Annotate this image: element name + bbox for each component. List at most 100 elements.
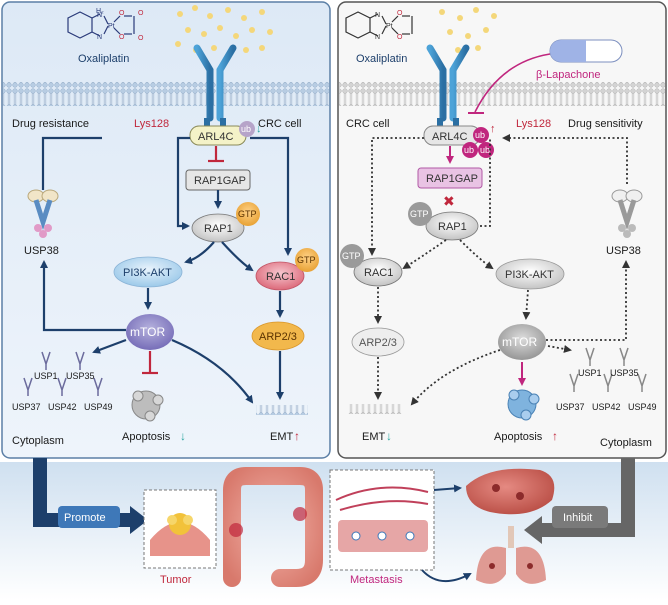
ub-label-3: ub bbox=[464, 145, 474, 155]
apoptosis-icon bbox=[131, 390, 164, 422]
lys-label: Lys128 bbox=[134, 118, 169, 130]
colon-icon bbox=[223, 467, 323, 587]
inhibitor-label: β-Lapachone bbox=[536, 69, 600, 81]
gtp-icon bbox=[236, 202, 260, 226]
apoptosis-arrow: ↓ bbox=[180, 429, 186, 443]
svg-text:O: O bbox=[119, 34, 125, 41]
usp38-label-2: USP38 bbox=[606, 245, 641, 257]
oxaliplatin-structure-icon bbox=[67, 11, 135, 39]
svg-text:O: O bbox=[119, 10, 125, 17]
rap1-node-2 bbox=[425, 211, 479, 241]
header-right-2: Drug sensitivity bbox=[568, 118, 643, 130]
oxaliplatin-structure-icon-2 bbox=[345, 11, 413, 39]
emt-membrane bbox=[256, 405, 308, 415]
arl4c-label: ARL4C bbox=[198, 131, 234, 143]
gtp-icon-3 bbox=[408, 202, 432, 226]
svg-text:O: O bbox=[397, 34, 403, 41]
rac1-label-2: RAC1 bbox=[364, 267, 393, 279]
mtor-node-2 bbox=[498, 324, 546, 360]
arp-node bbox=[251, 321, 305, 351]
ub-icon bbox=[239, 121, 255, 137]
arl4c-arrow: ↓ bbox=[256, 123, 262, 135]
header-left: Drug resistance bbox=[12, 118, 89, 130]
emt-label: EMT bbox=[270, 431, 294, 443]
arl4c-label-2: ARL4C bbox=[432, 131, 468, 143]
usp37-label: USP37 bbox=[12, 402, 41, 412]
left-panel: H₂ N N Pt O O O O Oxaliplatin Drug resis… bbox=[1, 1, 331, 459]
cytoplasm-label-2: Cytoplasm bbox=[600, 437, 652, 449]
inhibit-badge bbox=[552, 506, 608, 528]
promote-label: Promote bbox=[64, 512, 106, 524]
gtp-label-4: GTP bbox=[342, 251, 361, 261]
rap1-label: RAP1 bbox=[204, 223, 233, 235]
rap1gap-label: RAP1GAP bbox=[194, 175, 246, 187]
mtor-label: mTOR bbox=[130, 325, 165, 339]
usp42-label-2: USP42 bbox=[592, 402, 621, 412]
svg-text:N: N bbox=[97, 34, 102, 41]
svg-text:N: N bbox=[375, 34, 380, 41]
apoptosis-icon-2 bbox=[507, 389, 540, 421]
apoptosis-arrow-2: ↑ bbox=[552, 429, 558, 443]
usp1-label-2: USP1 bbox=[578, 368, 602, 378]
right-mag-arrows bbox=[446, 146, 526, 386]
vessels-icon bbox=[335, 486, 429, 511]
drug-particles bbox=[175, 5, 273, 53]
rap1-label-2: RAP1 bbox=[438, 221, 467, 233]
gtp-label-2: GTP bbox=[297, 255, 316, 265]
svg-text:O: O bbox=[138, 35, 144, 42]
right-panel: N N Pt O O Oxaliplatin β-Lapachone CRC c… bbox=[337, 1, 667, 459]
gtp-label-3: GTP bbox=[410, 209, 429, 219]
mtor-node bbox=[126, 314, 174, 350]
usp49-label: USP49 bbox=[84, 402, 113, 412]
ub-label-2: ub bbox=[475, 130, 485, 140]
emt-arrow-2: ↓ bbox=[386, 429, 392, 443]
rap1-node bbox=[191, 213, 245, 243]
pi3k-node-2 bbox=[495, 258, 565, 290]
metastasis-label: Metastasis bbox=[350, 574, 403, 586]
pi3k-node bbox=[113, 256, 183, 288]
cytoplasm-label: Cytoplasm bbox=[12, 435, 64, 447]
usp35-label: USP35 bbox=[66, 371, 95, 381]
emt-label-2: EMT bbox=[362, 431, 386, 443]
usp1-label: USP1 bbox=[34, 371, 58, 381]
gtp-icon-2 bbox=[295, 248, 319, 272]
apoptosis-label-2: Apoptosis bbox=[494, 431, 543, 443]
rac1-node bbox=[255, 261, 305, 291]
arp-label-2: ARP2/3 bbox=[359, 337, 397, 349]
apoptosis-label: Apoptosis bbox=[122, 431, 171, 443]
usp-cluster bbox=[23, 351, 103, 396]
pi3k-label: PI3K-AKT bbox=[123, 267, 172, 279]
ub-label-4: ub bbox=[480, 145, 490, 155]
pi3k-label-2: PI3K-AKT bbox=[505, 269, 554, 281]
ub-label: ub bbox=[241, 124, 251, 134]
mtor-label-2: mTOR bbox=[502, 335, 537, 349]
svg-text:O: O bbox=[397, 10, 403, 17]
svg-text:H₂: H₂ bbox=[96, 8, 104, 15]
lys-label-2: Lys128 bbox=[516, 118, 551, 130]
usp37-label-2: USP37 bbox=[556, 402, 585, 412]
drug-particles-2 bbox=[439, 7, 497, 53]
svg-text:N: N bbox=[375, 12, 380, 19]
rap1gap-box-2 bbox=[417, 167, 483, 189]
usp38-icon bbox=[27, 189, 59, 238]
receptor-icon-2 bbox=[426, 44, 470, 126]
cross-icon: ✖ bbox=[443, 193, 455, 209]
promote-badge bbox=[58, 506, 120, 528]
arl4c-arrow-2: ↑ bbox=[490, 123, 496, 135]
ub-icon-3 bbox=[462, 142, 478, 158]
inhibit-arrow bbox=[540, 458, 635, 537]
drug-label: Oxaliplatin bbox=[78, 53, 129, 65]
header-right: CRC cell bbox=[258, 118, 301, 130]
lungs-icon bbox=[476, 526, 546, 584]
usp38-label: USP38 bbox=[24, 245, 59, 257]
ub-icon-2 bbox=[473, 127, 489, 143]
emt-arrow: ↑ bbox=[294, 429, 300, 443]
rap1gap-label-2: RAP1GAP bbox=[426, 173, 478, 185]
svg-text:Pt: Pt bbox=[108, 23, 115, 30]
capsule-icon bbox=[549, 39, 623, 63]
arp-node-2 bbox=[351, 327, 405, 357]
drug-label-2: Oxaliplatin bbox=[356, 53, 407, 65]
rac1-node-2 bbox=[353, 257, 403, 287]
left-arrows bbox=[40, 136, 292, 404]
svg-text:N: N bbox=[97, 12, 102, 19]
